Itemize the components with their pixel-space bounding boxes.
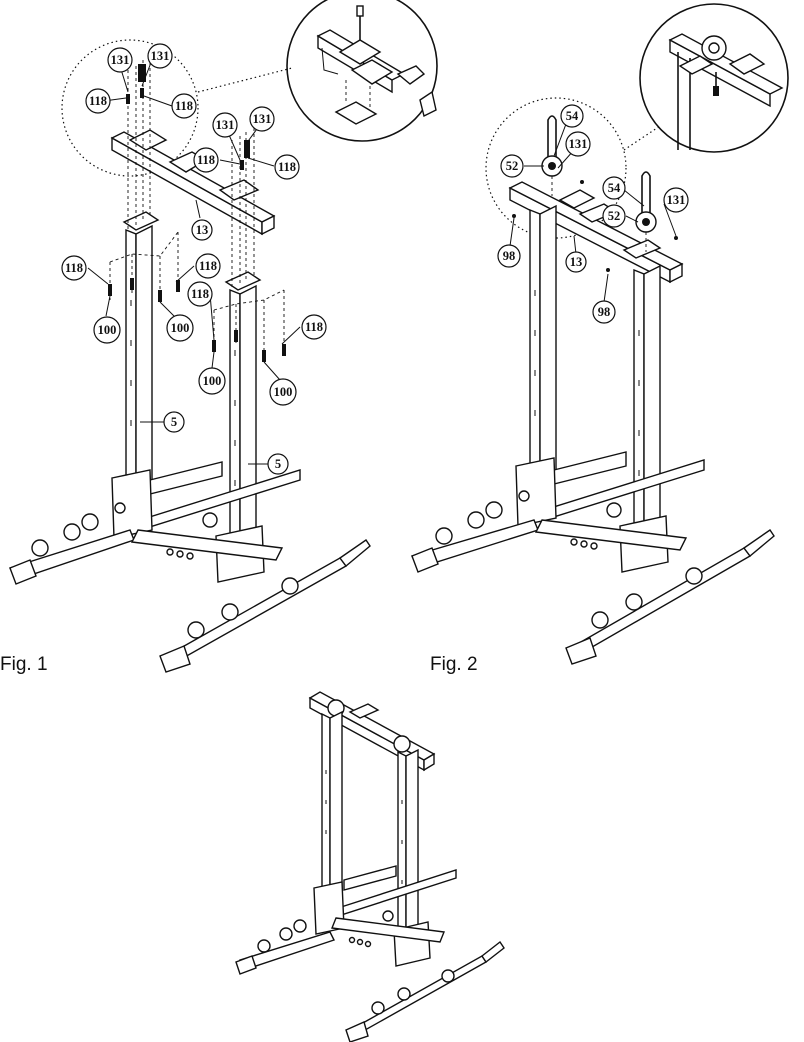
callout-13: 13 (565, 251, 587, 273)
callout-100: 100 (269, 378, 297, 406)
svg-text:98: 98 (503, 249, 516, 263)
svg-text:5: 5 (171, 415, 177, 429)
fig1-base (9, 461, 371, 673)
fig1-detail-circle (61, 0, 438, 177)
svg-text:118: 118 (191, 287, 209, 301)
callout-118: 118 (61, 255, 87, 281)
fig2-label: Fig. 2 (430, 654, 478, 675)
svg-text:131: 131 (569, 137, 588, 151)
callout-54: 54 (560, 104, 584, 128)
svg-text:118: 118 (197, 153, 215, 167)
callout-118: 118 (195, 253, 221, 279)
svg-text:5: 5 (275, 457, 281, 471)
callout-118: 118 (193, 147, 219, 173)
callout-118: 118 (187, 281, 213, 307)
figure-1: 131 131 118 118 131 131 118 118 13 118 1… (0, 0, 438, 675)
callout-131: 131 (663, 187, 689, 213)
svg-text:118: 118 (175, 99, 193, 113)
fig2-base (410, 451, 775, 665)
figure-2: 54 131 52 98 13 54 52 131 98 Fig. 2 (410, 3, 789, 675)
svg-text:118: 118 (305, 320, 323, 334)
fig1-hardware-parts (108, 64, 286, 362)
svg-text:118: 118 (199, 259, 217, 273)
svg-text:52: 52 (608, 209, 621, 223)
svg-text:100: 100 (98, 323, 117, 337)
callout-5: 5 (267, 453, 289, 475)
svg-text:131: 131 (151, 49, 170, 63)
fig3-base (235, 865, 505, 1042)
callout-118: 118 (171, 93, 197, 119)
svg-text:52: 52 (506, 159, 519, 173)
figure-3-assembled (235, 691, 505, 1042)
svg-text:54: 54 (566, 109, 579, 123)
callout-98: 98 (497, 244, 521, 268)
callout-98: 98 (592, 300, 616, 324)
callout-100: 100 (198, 367, 226, 395)
svg-text:118: 118 (278, 160, 296, 174)
callout-5: 5 (163, 411, 185, 433)
svg-text:13: 13 (196, 223, 209, 237)
svg-text:131: 131 (667, 193, 686, 207)
fig2-pulleys (512, 115, 678, 272)
svg-text:100: 100 (274, 385, 293, 399)
svg-text:54: 54 (608, 181, 621, 195)
fig2-uprights (529, 204, 661, 536)
svg-text:131: 131 (111, 53, 130, 67)
callout-118: 118 (301, 314, 327, 340)
callout-13: 13 (191, 219, 213, 241)
fig2-callouts: 54 131 52 98 13 54 52 131 98 (497, 104, 689, 324)
fig1-top-crossbar (110, 129, 276, 291)
svg-text:131: 131 (216, 118, 235, 132)
svg-text:118: 118 (89, 94, 107, 108)
svg-text:98: 98 (598, 305, 611, 319)
callout-131: 131 (212, 112, 238, 138)
fig1-label: Fig. 1 (0, 654, 48, 675)
fig1-uprights (125, 224, 257, 546)
callout-100: 100 (93, 316, 121, 344)
svg-text:131: 131 (253, 112, 272, 126)
callout-118: 118 (85, 88, 111, 114)
svg-text:100: 100 (171, 321, 190, 335)
callout-131: 131 (147, 43, 173, 69)
callout-100: 100 (166, 314, 194, 342)
callout-131: 131 (107, 47, 133, 73)
fig2-detail-circle (485, 3, 789, 239)
callout-131: 131 (249, 106, 275, 132)
callout-52: 52 (602, 204, 626, 228)
svg-text:100: 100 (203, 374, 222, 388)
callout-54: 54 (602, 176, 626, 200)
callout-118: 118 (274, 154, 300, 180)
fig3-uprights (321, 710, 419, 958)
svg-text:118: 118 (65, 261, 83, 275)
fig1-callouts: 131 131 118 118 131 131 118 118 13 118 1… (61, 43, 327, 475)
callout-52: 52 (500, 154, 524, 178)
svg-text:13: 13 (570, 255, 583, 269)
callout-131: 131 (565, 131, 591, 157)
